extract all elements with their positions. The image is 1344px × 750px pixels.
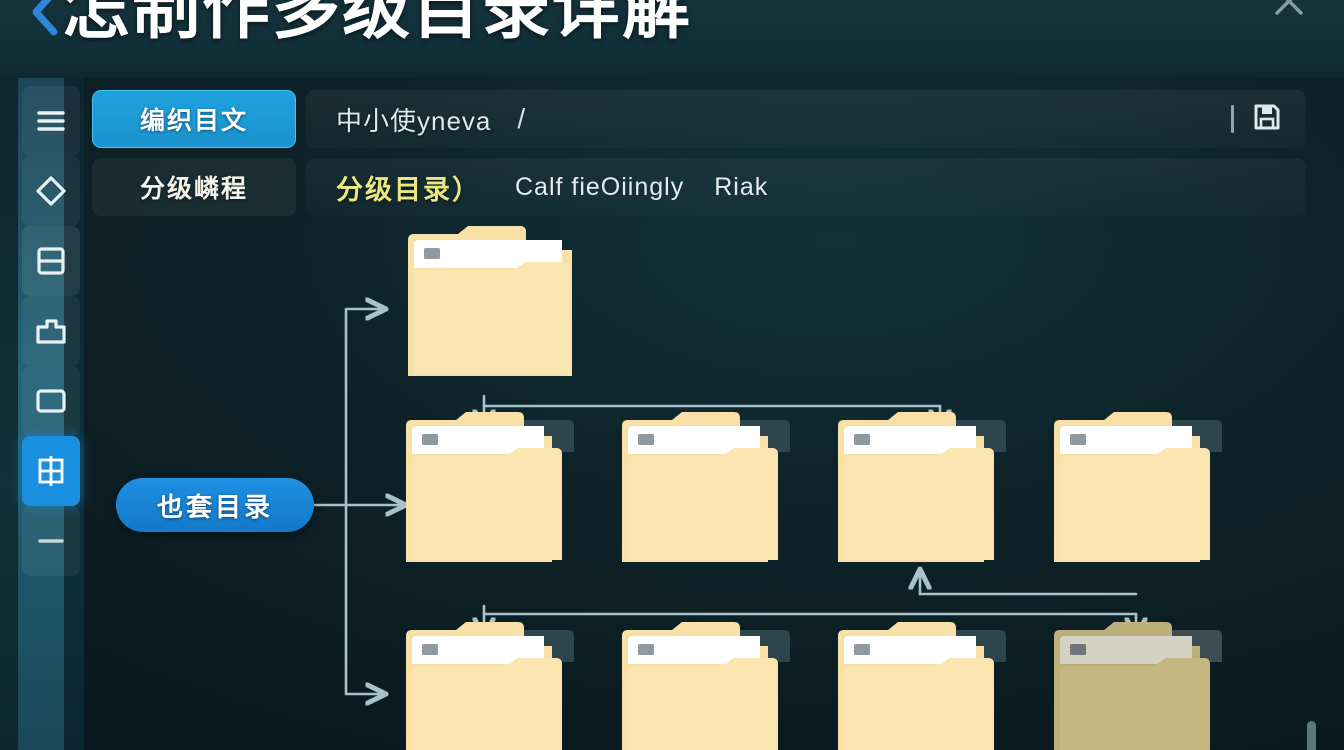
low-folder-2[interactable] [618,622,794,750]
tab-organize-directory[interactable]: 编织目文 [92,90,296,148]
vertical-scrollbar[interactable] [1307,721,1316,750]
grid-icon [36,455,66,487]
sidebar-item-grid[interactable] [22,436,80,506]
sidebar-item-split-panel[interactable] [22,226,80,296]
low-folder-3[interactable] [834,622,1010,750]
minus-icon [36,536,66,546]
tab-label: 编织目文 [139,107,248,135]
save-folder-icon[interactable] [1252,102,1282,137]
path-text: 中小使yneva [336,105,492,136]
root-folder[interactable] [402,224,578,384]
path-separator: / [517,103,526,134]
low-folder-4[interactable] [1050,622,1226,750]
chevron-left-icon[interactable] [28,0,62,36]
mid-folder-4[interactable] [1050,412,1226,572]
sidebar-item-diamond[interactable] [22,156,80,226]
page-title: 怎制作多级目录详解 [62,0,693,47]
vertical-divider [1231,105,1234,133]
folder-tree-diagram: 也套目录 [84,216,1344,750]
nested-directory-label[interactable]: 也套目录 [116,478,314,532]
sidebar-item-minus[interactable] [22,506,80,576]
path-bar-actions [1231,90,1282,148]
title-bar: 怎制作多级目录详解 [0,0,1344,78]
pill-text: 也套目录 [156,491,273,522]
path-bar[interactable]: 中小使yneva / [306,90,1306,148]
tab-label: 分级嶙程 [139,175,248,203]
diamond-icon [35,175,67,207]
mid-folder-3[interactable] [834,412,1010,572]
breadcrumb-highlight: 分级目录） [336,174,481,205]
low-folder-1[interactable] [402,622,578,750]
sidebar-item-menu[interactable] [22,86,80,156]
tray-icon [35,317,67,345]
sidebar-item-tray[interactable] [22,296,80,366]
close-icon[interactable] [1272,0,1306,18]
breadcrumb-bar[interactable]: 分级目录） Calf fieOiingly Riak [306,158,1306,216]
breadcrumb-text-1: Calf fieOiingly [515,172,685,201]
split-panel-icon [36,246,66,276]
mid-folder-1[interactable] [402,412,578,572]
tab-hierarchy-process[interactable]: 分级嶙程 [92,158,296,216]
rectangle-icon [35,388,67,414]
sidebar-item-rectangle[interactable] [22,366,80,436]
breadcrumb-text-2: Riak [714,172,769,201]
hamburger-menu-icon [36,109,66,133]
mid-folder-2[interactable] [618,412,794,572]
